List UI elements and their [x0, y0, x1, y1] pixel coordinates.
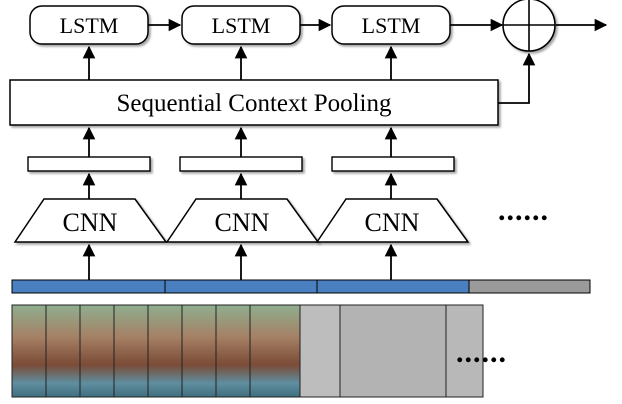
segment-2	[164, 279, 318, 294]
skip-connection	[498, 52, 536, 104]
frame-thumbnail	[113, 304, 151, 398]
cnn-row-ellipsis: ......	[498, 194, 549, 227]
cnn-row: CNN CNN CNN	[13, 198, 470, 243]
lstm-label: LSTM	[212, 13, 271, 38]
cnn-label: CNN	[365, 208, 420, 237]
frame-thumbnail	[147, 304, 185, 398]
feature-vector-1	[27, 156, 151, 172]
frame-strip-ellipsis: ......	[456, 336, 507, 369]
circle-plus-icon	[502, 0, 556, 52]
feature-vectors	[27, 156, 455, 172]
frame-thumbnail	[11, 304, 49, 398]
cnn-block-2: CNN	[165, 198, 320, 243]
frame-thumbnail	[79, 304, 117, 398]
pooling-to-lstm-arrows	[82, 45, 398, 80]
cnn-label: CNN	[215, 208, 270, 237]
gray-frame	[445, 304, 484, 398]
lstm-block-3: LSTM	[331, 5, 451, 45]
frame-thumbnail	[215, 304, 253, 398]
lstm-block-1: LSTM	[29, 5, 149, 45]
feature-to-pooling-arrows	[82, 126, 398, 157]
lstm-label: LSTM	[362, 13, 421, 38]
video-frame-strip	[11, 304, 484, 398]
gray-frame	[299, 304, 341, 398]
segment-3	[316, 279, 470, 294]
lstm-row: LSTM LSTM LSTM	[29, 5, 451, 45]
segment-bar	[11, 279, 591, 294]
cnn-label: CNN	[63, 208, 118, 237]
frame-thumbnail	[181, 304, 219, 398]
frame-thumbnail	[45, 304, 83, 398]
feature-vector-3	[331, 156, 455, 172]
frame-thumbnails	[11, 304, 301, 398]
gray-frames	[299, 304, 484, 398]
frame-thumbnail	[249, 304, 301, 398]
segment-1	[11, 279, 166, 294]
lstm-block-2: LSTM	[181, 5, 301, 45]
lstm-label: LSTM	[60, 13, 119, 38]
sequential-context-pooling-block: Sequential Context Pooling	[9, 79, 499, 126]
feature-vector-2	[179, 156, 303, 172]
gray-frame	[339, 304, 447, 398]
pooling-label: Sequential Context Pooling	[117, 90, 392, 117]
cnn-to-feature-arrows	[82, 172, 398, 199]
cnn-block-1: CNN	[13, 198, 168, 243]
cnn-block-3: CNN	[315, 198, 470, 243]
segment-4	[468, 279, 591, 294]
segment-to-cnn-arrows	[82, 243, 398, 280]
